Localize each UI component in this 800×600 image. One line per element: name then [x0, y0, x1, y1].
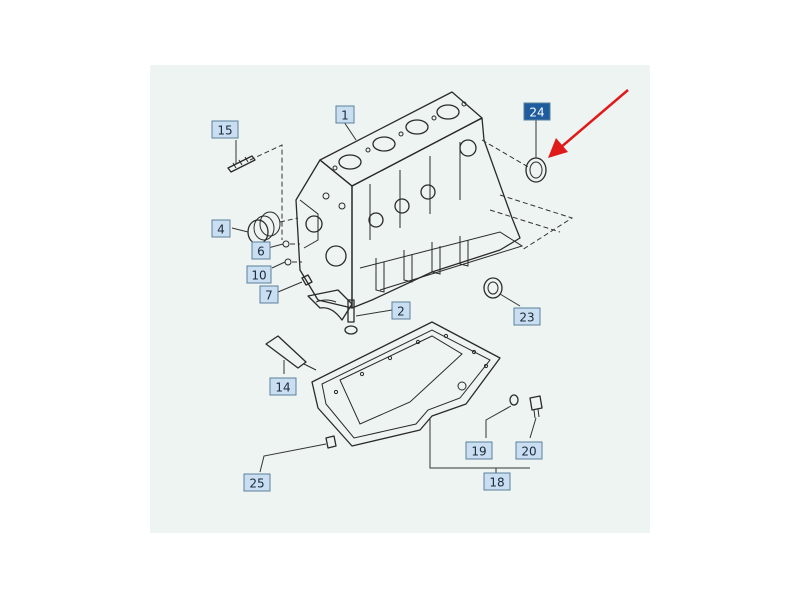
callout-20[interactable]: 20 [515, 441, 543, 460]
part-plug-20 [529, 395, 543, 439]
callout-number: 24 [529, 106, 544, 120]
callout-number: 7 [265, 289, 273, 303]
callout-box [465, 441, 493, 460]
callout-box [523, 102, 551, 121]
callout-box [211, 219, 231, 238]
engine-block [295, 91, 524, 309]
callout-box [246, 265, 272, 284]
callout-14[interactable]: 14 [269, 377, 297, 396]
callout-number: 19 [471, 445, 486, 459]
callout-number: 18 [489, 476, 504, 490]
callout-number: 25 [249, 477, 264, 491]
block-dashed-leaders [481, 139, 574, 251]
callout-box [513, 307, 541, 326]
callout-number: 20 [521, 445, 536, 459]
callout-19[interactable]: 19 [465, 441, 493, 460]
callout-number: 2 [397, 305, 405, 319]
callout-15[interactable]: 15 [211, 120, 239, 139]
callout-4[interactable]: 4 [211, 219, 231, 238]
callout-number: 4 [217, 223, 225, 237]
callout-2[interactable]: 2 [391, 301, 411, 320]
part-seal-24 [525, 120, 547, 183]
callout-18[interactable]: 18 [483, 472, 511, 491]
callout-box [259, 285, 279, 304]
callout-6[interactable]: 6 [251, 241, 271, 260]
callout-7[interactable]: 7 [259, 285, 279, 304]
callout-number: 10 [251, 269, 266, 283]
part-bolt-25 [259, 435, 337, 473]
part-bolt-2 [344, 299, 393, 335]
highlight-arrow [548, 89, 629, 158]
callout-box [515, 441, 543, 460]
callout-number: 1 [341, 109, 349, 123]
callout-box [269, 377, 297, 396]
callout-box [251, 241, 271, 260]
oil-pan [311, 321, 530, 478]
callout-box [211, 120, 239, 139]
leader-1 [343, 121, 357, 141]
part-bearing-cap [307, 289, 353, 321]
callout-number: 6 [257, 245, 265, 259]
callout-box [243, 473, 271, 492]
callout-number: 23 [519, 311, 534, 325]
callout-25[interactable]: 25 [243, 473, 271, 492]
callout-24[interactable]: 24 [523, 102, 551, 121]
callout-number: 15 [217, 124, 232, 138]
part-seal-23 [483, 277, 521, 307]
callout-10[interactable]: 10 [246, 265, 272, 284]
part-sealant-tube-14 [265, 335, 317, 374]
callout-box [483, 472, 511, 491]
callout-23[interactable]: 23 [513, 307, 541, 326]
callout-number: 14 [275, 381, 290, 395]
callout-1[interactable]: 1 [335, 105, 355, 124]
callout-box [391, 301, 411, 320]
callout-box [335, 105, 355, 124]
part-stud-15 [227, 140, 283, 240]
part-washer-19 [485, 394, 519, 438]
